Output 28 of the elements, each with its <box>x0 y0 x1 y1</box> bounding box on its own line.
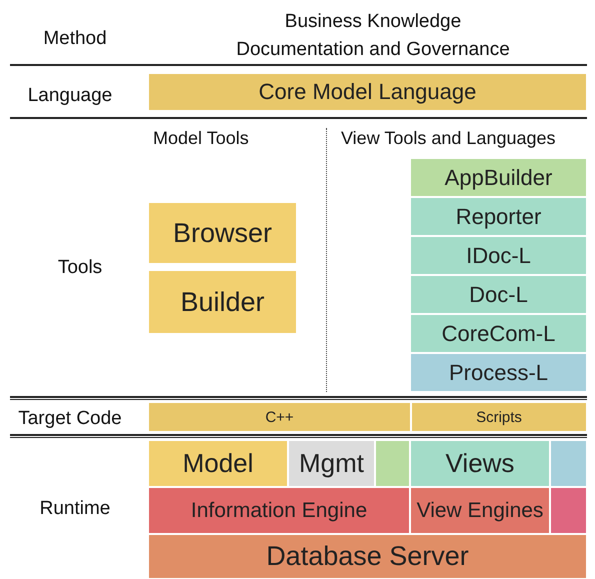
layer-label: Language <box>26 84 114 108</box>
layer-label: Target Code <box>17 407 123 431</box>
column-heading: View Tools and Languages <box>341 128 556 149</box>
tool-box: AppBuilder <box>410 158 587 197</box>
layer-label: Runtime <box>38 497 112 521</box>
method-text: Business Knowledge Documentation and Governance <box>235 10 511 62</box>
runtime-box <box>375 440 410 487</box>
code-box: C++ <box>148 402 411 432</box>
code-box: Scripts <box>411 402 587 432</box>
column-heading: Model Tools <box>153 128 249 149</box>
tool-box: Builder <box>148 270 297 334</box>
tool-box: Browser <box>148 202 297 264</box>
engine-box: Information Engine <box>148 487 410 534</box>
runtime-box: Model <box>148 440 288 487</box>
runtime-box: Views <box>410 440 550 487</box>
tool-box: Process-L <box>410 353 587 392</box>
tool-box: CoreCom-L <box>410 314 587 353</box>
engine-box <box>550 487 587 534</box>
tool-box: IDoc-L <box>410 236 587 275</box>
layer-label: Method <box>42 27 108 51</box>
tool-box: Doc-L <box>410 275 587 314</box>
engine-box: View Engines <box>410 487 550 534</box>
tool-box: Reporter <box>410 197 587 236</box>
layer-box: Core Model Language <box>148 73 587 111</box>
database-box: Database Server <box>148 534 587 579</box>
runtime-box <box>550 440 587 487</box>
runtime-box: Mgmt <box>288 440 375 487</box>
layer-label: Tools <box>56 256 104 280</box>
